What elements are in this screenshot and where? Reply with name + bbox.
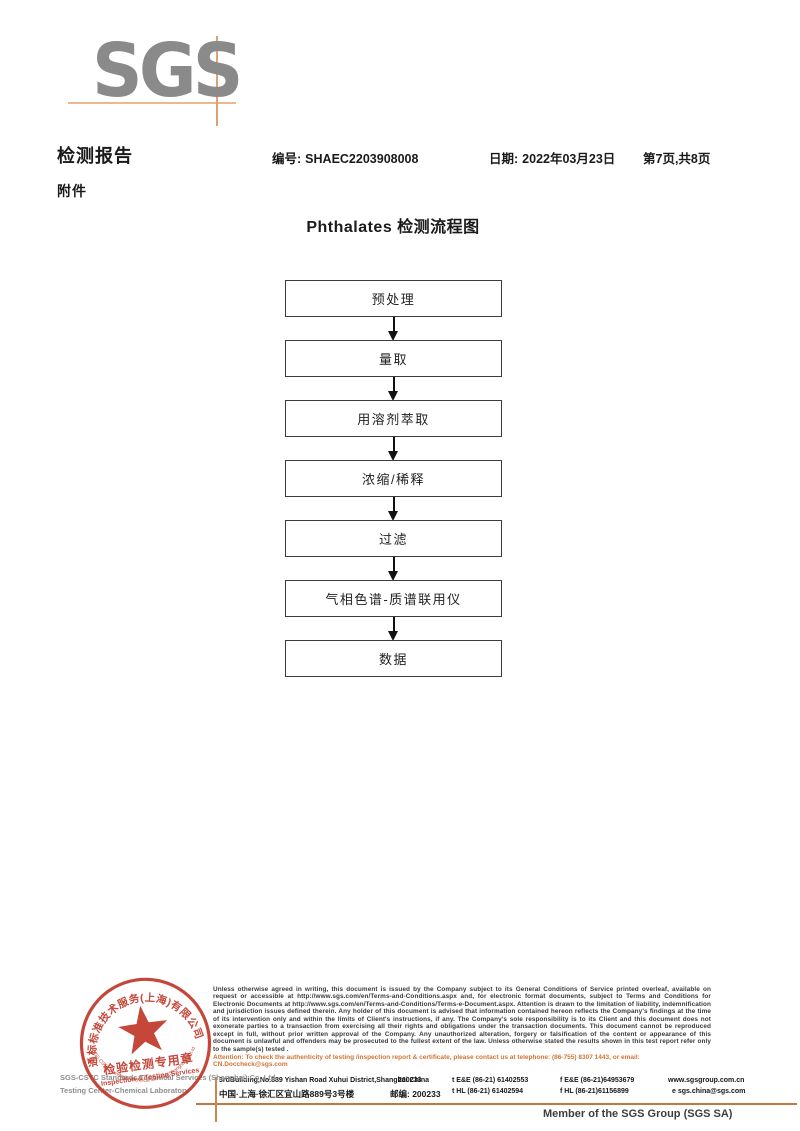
attention-text: Attention: To check the authenticity of … <box>213 1054 640 1069</box>
attachment-label: 附件 <box>57 183 87 199</box>
down-arrow-icon <box>387 557 400 581</box>
flowchart-step-label: 过滤 <box>378 532 408 547</box>
postcode-en: 200233 <box>398 1077 422 1084</box>
down-arrow-icon <box>387 617 400 641</box>
member-text: Member of the SGS Group (SGS SA) <box>543 1108 733 1120</box>
stamp-seal-icon: 通标标准技术服务(上海)有限公司 SGS-CSTC Standards Tech… <box>78 977 212 1109</box>
postcode-cn: 邮编: 200233 <box>390 1089 441 1099</box>
report-date-value: 2022年03月23日 <box>522 152 616 166</box>
down-arrow-icon <box>387 317 400 341</box>
report-number-value: SHAEC2203908008 <box>305 152 419 166</box>
flowchart-step-label: 预处理 <box>371 292 416 307</box>
report-date-label: 日期: <box>489 152 519 166</box>
flowchart-step-4: 浓缩/稀释 <box>285 460 502 497</box>
fax-en: f E&E (86-21)64953679 <box>560 1077 635 1084</box>
flowchart-step-6: 气相色谱-质谱联用仪 <box>285 580 502 617</box>
down-arrow-icon <box>387 377 400 401</box>
page-indicator: 第7页,共8页 <box>643 152 711 166</box>
sgs-logo: SGS <box>92 28 243 114</box>
star-icon <box>118 1005 168 1055</box>
flowchart-step-label: 浓缩/稀释 <box>361 472 426 487</box>
tel-cn: t HL (86-21) 61402594 <box>452 1088 524 1095</box>
footer-legal-block: Unless otherwise agreed in writing, this… <box>213 986 711 1069</box>
email: e sgs.china@sgs.com <box>672 1088 746 1095</box>
website: www.sgsgroup.com.cn <box>668 1077 745 1084</box>
logo-crosshair-horizontal <box>68 102 236 104</box>
company-lab: Testing Center-Chemical Laboratory <box>60 1086 190 1095</box>
flowchart-step-3: 用溶剂萃取 <box>285 400 502 437</box>
flowchart-step-2: 量取 <box>285 340 502 377</box>
legal-text: Unless otherwise agreed in writing, this… <box>213 986 711 1053</box>
flowchart-step-label: 气相色谱-质谱联用仪 <box>325 592 462 607</box>
report-date: 日期:2022年03月23日 <box>489 148 615 167</box>
flowchart-step-label: 量取 <box>378 352 408 367</box>
company-name: SGS-CSTC Standards Technical Services (S… <box>60 1073 278 1082</box>
company-name-block: SGS-CSTC Standards Technical Services (S… <box>60 1071 277 1097</box>
tel-en: t E&E (86-21) 61402553 <box>452 1077 529 1084</box>
flowchart-step-label: 数据 <box>378 652 408 667</box>
flowchart-step-label: 用溶剂萃取 <box>357 412 430 427</box>
report-number-label: 编号: <box>272 152 302 166</box>
footer-crosshair-vertical <box>215 1077 217 1122</box>
report-number: 编号:SHAEC2203908008 <box>272 148 418 167</box>
company-stamp: 通标标准技术服务(上海)有限公司 SGS-CSTC Standards Tech… <box>48 956 248 1131</box>
address-en: 3rdBuilding,No.889 Yishan Road Xuhui Dis… <box>219 1077 430 1084</box>
fax-cn: f HL (86-21)61156899 <box>560 1088 629 1095</box>
logo-crosshair-vertical <box>216 36 218 126</box>
footer-crosshair-horizontal <box>196 1103 797 1105</box>
flowchart-step-7: 数据 <box>285 640 502 677</box>
down-arrow-icon <box>387 497 400 521</box>
flowchart-title: Phthalates 检测流程图 <box>306 219 480 236</box>
down-arrow-icon <box>387 437 400 461</box>
flowchart-step-5: 过滤 <box>285 520 502 557</box>
report-title: 检测报告 <box>57 146 133 166</box>
address-cn: 中国·上海·徐汇区宜山路889号3号楼 <box>219 1089 355 1099</box>
flowchart-step-1: 预处理 <box>285 280 502 317</box>
